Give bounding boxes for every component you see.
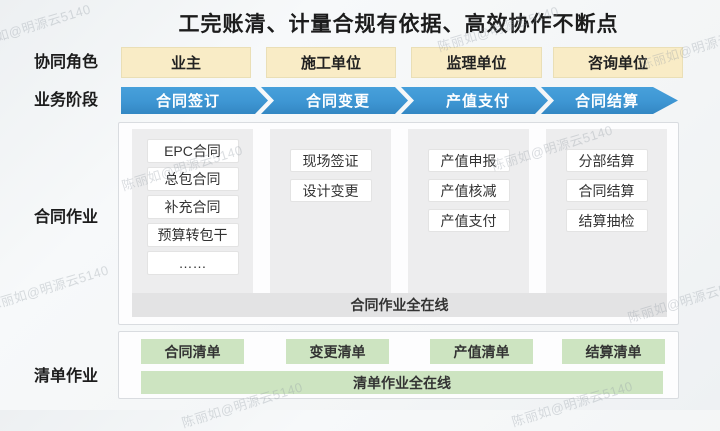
watermark: 陈丽如@明源云5140 bbox=[0, 262, 111, 314]
role-box-consulting-unit: 咨询单位 bbox=[553, 47, 683, 78]
contract-work-panel: EPC合同 总包合同 补充合同 预算转包干 …… 现场签证 设计变更 产值申报 … bbox=[118, 122, 679, 325]
contract-item: 结算抽检 bbox=[565, 209, 648, 232]
checklist-box-contract: 合同清单 bbox=[141, 339, 244, 364]
contract-column-payment: 产值申报 产值核减 产值支付 bbox=[408, 129, 529, 308]
contract-item: 分部结算 bbox=[565, 149, 648, 172]
role-box-construction-unit: 施工单位 bbox=[266, 47, 396, 78]
contract-item: 现场签证 bbox=[289, 149, 372, 172]
contract-item: 产值支付 bbox=[427, 209, 510, 232]
stage-contract-settlement: 合同结算 bbox=[541, 87, 678, 114]
contract-online-banner: 合同作业全在线 bbox=[132, 293, 667, 317]
contract-item: 产值核减 bbox=[427, 179, 510, 202]
row-label-stages: 业务阶段 bbox=[33, 92, 98, 109]
checklist-online-banner: 清单作业全在线 bbox=[141, 371, 663, 394]
checklist-work-panel: 合同清单 变更清单 产值清单 结算清单 清单作业全在线 bbox=[118, 331, 679, 399]
role-box-supervision-unit: 监理单位 bbox=[411, 47, 542, 78]
contract-column-signing: EPC合同 总包合同 补充合同 预算转包干 …… bbox=[132, 129, 253, 298]
contract-item: 总包合同 bbox=[146, 167, 239, 191]
contract-item: 产值申报 bbox=[427, 149, 510, 172]
stage-output-payment: 产值支付 bbox=[401, 87, 548, 114]
contract-item-ellipsis: …… bbox=[146, 251, 239, 275]
role-box-owner: 业主 bbox=[121, 47, 251, 78]
checklist-box-output: 产值清单 bbox=[430, 339, 533, 364]
checklist-box-change: 变更清单 bbox=[286, 339, 389, 364]
page-title: 工完账清、计量合规有依据、高效协作不断点 bbox=[178, 13, 619, 36]
row-label-checklist-work: 清单作业 bbox=[33, 368, 98, 385]
contract-item: 合同结算 bbox=[565, 179, 648, 202]
stage-contract-signing: 合同签订 bbox=[121, 87, 268, 114]
contract-item: 预算转包干 bbox=[146, 223, 239, 247]
row-label-roles: 协同角色 bbox=[33, 54, 98, 71]
watermark: 陈丽如@明源云5140 bbox=[0, 1, 93, 53]
contract-item: EPC合同 bbox=[146, 139, 239, 163]
stage-contract-change: 合同变更 bbox=[261, 87, 408, 114]
contract-item: 补充合同 bbox=[146, 195, 239, 219]
checklist-box-settlement: 结算清单 bbox=[562, 339, 665, 364]
contract-column-settlement: 分部结算 合同结算 结算抽检 bbox=[546, 129, 667, 308]
row-label-contract-work: 合同作业 bbox=[33, 209, 98, 226]
contract-column-change: 现场签证 设计变更 bbox=[270, 129, 391, 308]
contract-item: 设计变更 bbox=[289, 179, 372, 202]
stage-arrow-band: 合同签订 合同变更 产值支付 合同结算 bbox=[121, 87, 678, 114]
